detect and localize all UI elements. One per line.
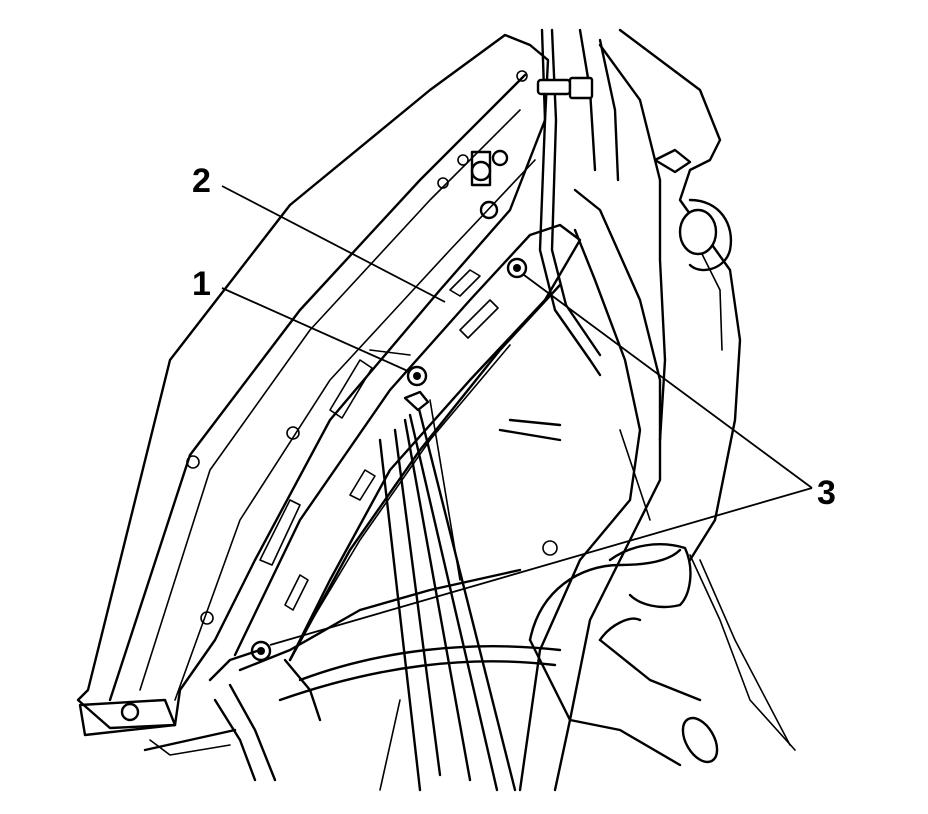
inner-rail [233,223,582,662]
leader-lines [221,185,813,646]
callout-2: 2 [192,162,211,200]
fastener-nut-1 [406,365,428,387]
fastener-bolt [457,149,509,220]
callout-1: 1 [192,265,211,303]
leader-2 [221,185,446,303]
callout-3: 3 [817,474,836,512]
wiring-harness [208,28,620,792]
lower-structure [143,645,562,791]
hose-tube [528,543,796,767]
pillar-frame [498,28,742,792]
leader-1 [221,287,411,373]
trim-panel [76,33,550,737]
leader-3-upper [523,274,813,489]
leader-3-lower [269,487,813,646]
fastener-nut-3a [506,257,528,279]
fastener-nut-3b [250,640,272,662]
